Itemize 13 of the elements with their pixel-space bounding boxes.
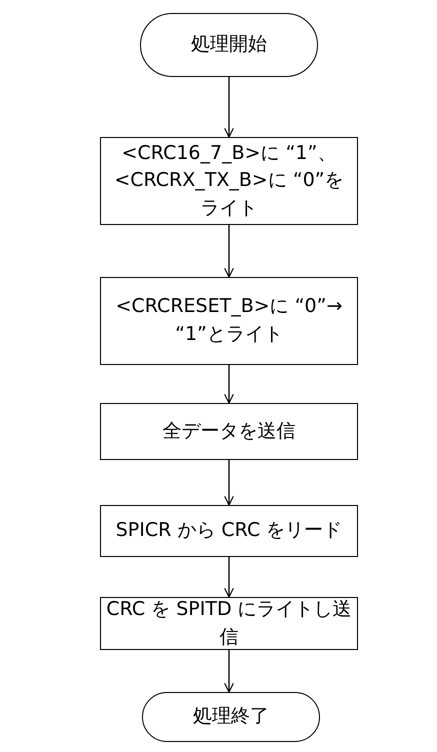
process-box: SPICR から CRC をリード (100, 505, 358, 557)
arrow (224, 365, 234, 404)
process-box: <CRC16_7_B>に “1”、 <CRCRX_TX_B>に “0”をライト (100, 137, 358, 225)
arrow (224, 557, 234, 598)
process-box: CRC を SPITD にライトし送信 (100, 597, 358, 650)
process-box: <CRCRESET_B>に “0”→ “1”とライト (100, 277, 358, 365)
process-box: 全データを送信 (100, 403, 358, 460)
arrow (224, 650, 234, 693)
terminal-box: 処理終了 (142, 692, 320, 742)
terminal-box: 処理開始 (140, 13, 318, 77)
arrow (224, 460, 234, 506)
arrow (224, 77, 234, 138)
arrow (224, 225, 234, 278)
